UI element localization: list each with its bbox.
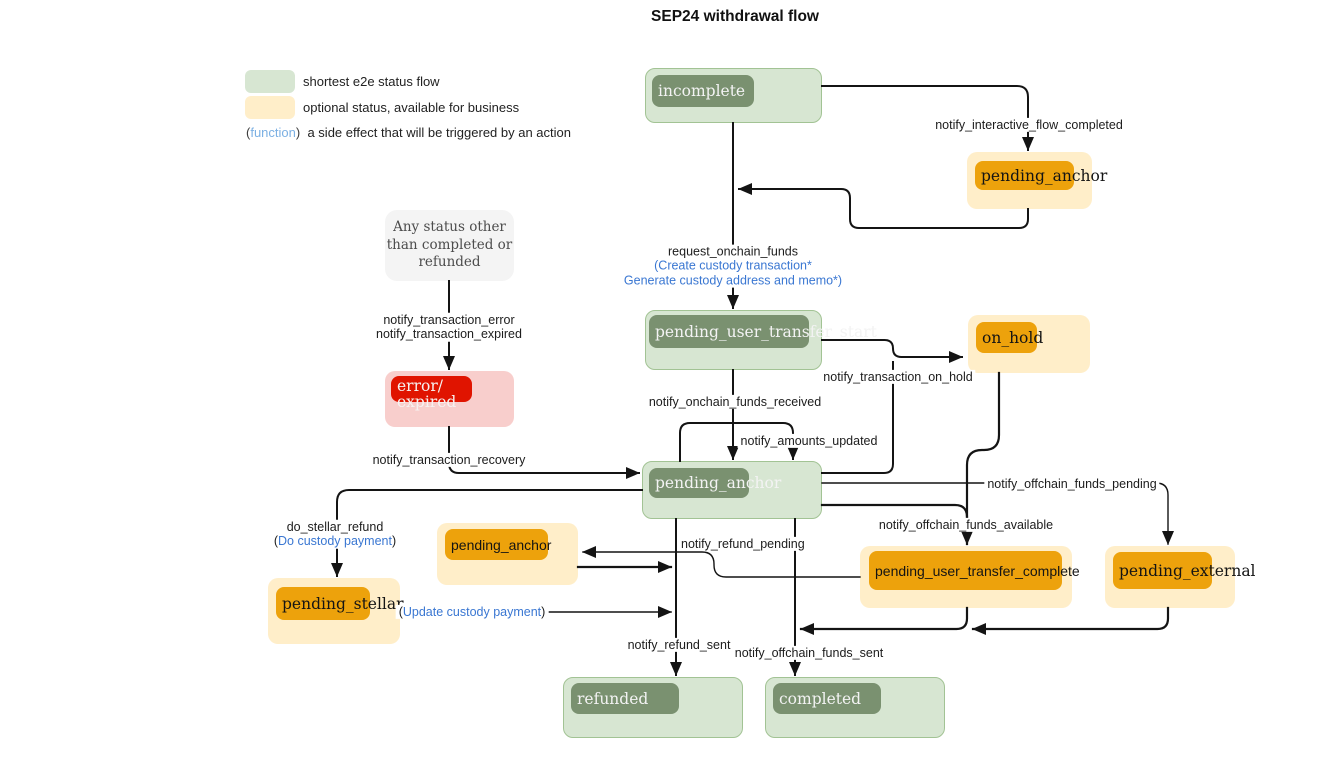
edge-pending-anchor-mid-up-to-on-hold-merge xyxy=(821,361,894,474)
legend-label-optional: optional status, available for business xyxy=(303,100,520,115)
edge-label-notify-refund-sent: notify_refund_sent xyxy=(624,637,734,653)
node-refunded: refunded xyxy=(563,677,743,738)
legend-function-desc: a side effect that will be triggered by … xyxy=(307,124,571,140)
node-completed: completed xyxy=(765,677,945,738)
node-completed-label: completed xyxy=(773,683,881,714)
edge-pending-anchor-mid-to-pending-external xyxy=(821,482,1174,545)
edge-label-notify-transaction-recovery: notify_transaction_recovery xyxy=(369,452,529,468)
node-incomplete-label: incomplete xyxy=(652,75,754,107)
edge-label-notify-offchain-funds-pending: notify_offchain_funds_pending xyxy=(984,476,1160,492)
node-incomplete: incomplete xyxy=(645,68,822,123)
edge-putc-down-to-completed-line xyxy=(799,606,969,635)
edge-label-update-custody-payment: (Update custody payment) xyxy=(395,604,549,620)
edge-label-notify-refund-pending: notify_refund_pending xyxy=(678,536,808,552)
node-pending-user-transfer-complete-label: pending_user_transfer_complete xyxy=(869,551,1080,590)
edge-label-do-stellar-refund: do_stellar_refund(Do custody payment) xyxy=(270,519,400,549)
edge-pending-anchor-mid-self-loop xyxy=(679,422,799,462)
legend-swatch-green xyxy=(245,70,295,93)
legend-row-optional: optional status, available for business xyxy=(245,96,519,119)
edge-pending-external-down-to-merge xyxy=(971,606,1170,635)
legend-function-word: function xyxy=(250,124,296,140)
node-pending-stellar-label: pending_stellar xyxy=(276,587,404,620)
page-title: SEP24 withdrawal flow xyxy=(651,8,819,25)
edge-pending-anchor-mid-to-putc xyxy=(820,503,973,546)
node-pending-anchor-mid: pending_anchor xyxy=(642,461,822,519)
edge-label-notify-transaction-on-hold: notify_transaction_on_hold xyxy=(820,369,976,385)
edge-label-request-onchain-funds: request_onchain_funds(Create custody tra… xyxy=(620,244,846,288)
edge-incomplete-to-pending-anchor-top xyxy=(821,85,1034,151)
edge-pending-anchor-mid-to-pending-stellar xyxy=(331,489,643,577)
node-on-hold-label: on_hold xyxy=(976,322,1043,353)
edge-label-notify-onchain-funds-received: notify_onchain_funds_received xyxy=(645,394,825,410)
legend-label-function: (function) a side effect that will be tr… xyxy=(246,124,571,140)
legend-label-shortest: shortest e2e status flow xyxy=(303,74,440,89)
node-pending-external: pending_external xyxy=(1105,546,1256,608)
node-pending-anchor-left: pending_anchor xyxy=(437,523,578,585)
legend-row-shortest: shortest e2e status flow xyxy=(245,70,440,93)
node-pending-user-transfer-start: pending_user_transfer_start xyxy=(645,310,877,370)
edge-on-hold-down-merge xyxy=(965,371,1001,536)
node-pending-stellar: pending_stellar xyxy=(268,578,404,644)
edge-label-notify-offchain-funds-sent: notify_offchain_funds_sent xyxy=(731,645,887,661)
edge-puts-to-on-hold xyxy=(821,339,963,363)
node-refunded-label: refunded xyxy=(571,683,679,714)
edge-label-notify-amounts-updated: notify_amounts_updated xyxy=(737,433,881,449)
node-pending-anchor-top: pending_anchor xyxy=(967,152,1107,209)
edge-pending-anchor-top-loopback xyxy=(738,183,1029,229)
node-on-hold: on_hold xyxy=(968,315,1090,373)
node-error-expired: error/expired xyxy=(385,371,514,427)
node-error-expired-label: error/expired xyxy=(391,376,472,410)
edge-putc-to-pending-anchor-left xyxy=(582,546,861,578)
legend-row-function: (function) a side effect that will be tr… xyxy=(246,124,571,140)
node-pending-user-transfer-complete: pending_user_transfer_complete xyxy=(860,546,1080,608)
edge-label-notify-offchain-funds-available: notify_offchain_funds_available xyxy=(875,517,1057,533)
legend-swatch-cream xyxy=(245,96,295,119)
edge-label-notify-interactive-flow-completed: notify_interactive_flow_completed xyxy=(932,117,1126,133)
node-pending-anchor-left-label: pending_anchor xyxy=(445,529,551,560)
